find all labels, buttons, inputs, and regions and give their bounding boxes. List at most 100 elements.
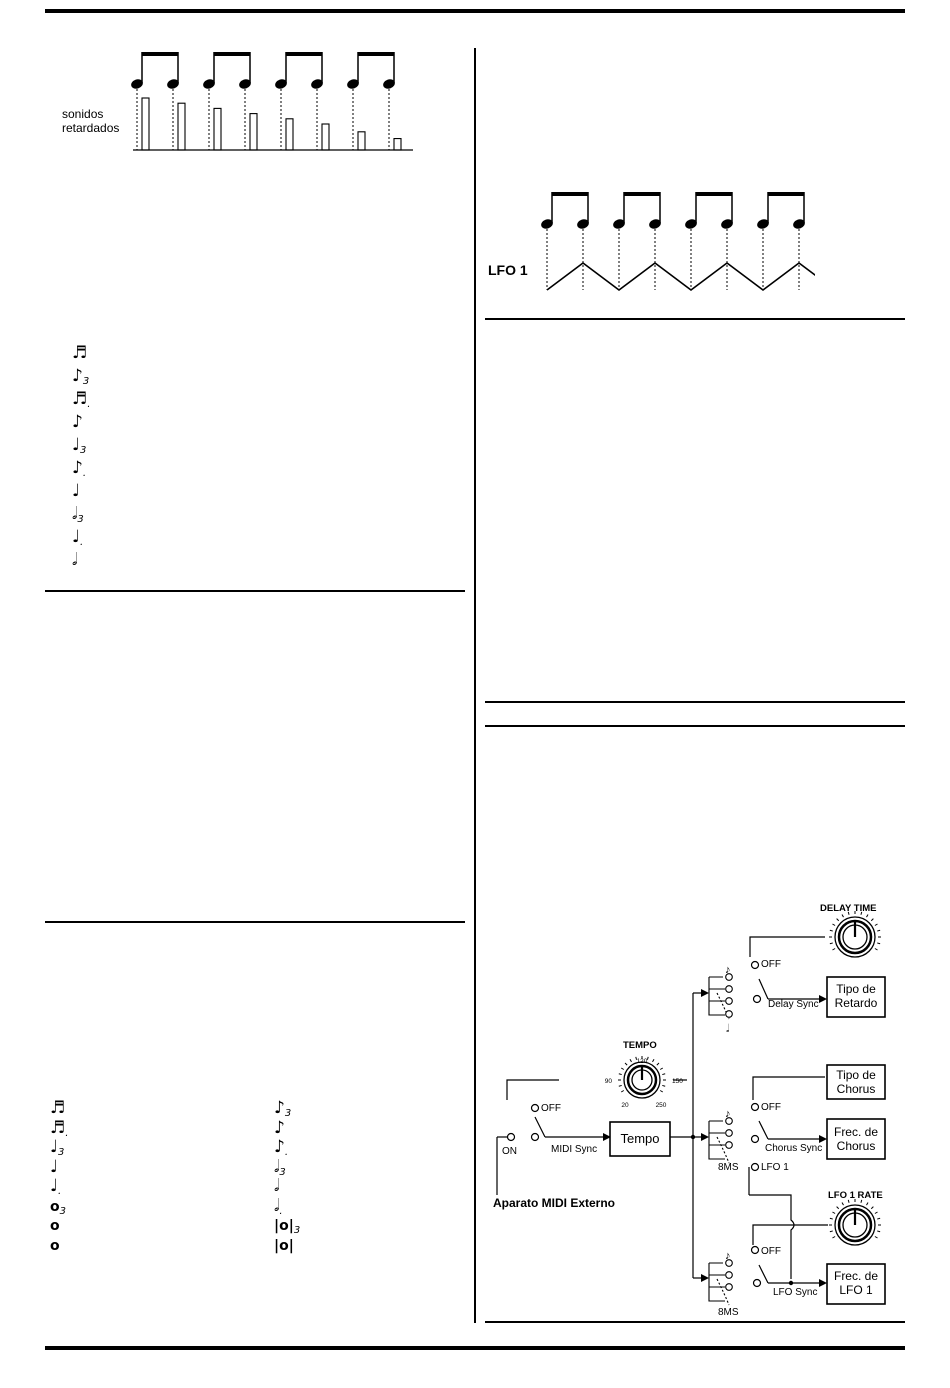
selector-lines — [708, 976, 725, 1016]
note-modifier: 3 — [77, 514, 84, 525]
note-glyph: o — [50, 1237, 60, 1254]
note-glyph: 𝅗𝅥 — [72, 550, 78, 570]
selector-contact — [725, 1259, 733, 1267]
note-value-item: ♪. — [274, 1137, 288, 1163]
box-delay-type-2: Retardo — [835, 996, 878, 1010]
note-beam — [696, 192, 732, 196]
note-beam — [358, 52, 394, 56]
note-value-item: ♬. — [50, 1118, 68, 1144]
knob-tick — [874, 1236, 878, 1239]
knob-tick — [646, 1056, 649, 1060]
selector-contact — [725, 985, 733, 993]
box-chorus-type-1: Tipo de — [836, 1068, 876, 1082]
delay-bar — [285, 118, 294, 151]
knob-tick — [832, 1211, 836, 1214]
note-value-item: ♬. — [72, 389, 90, 415]
note-value-item: ♩3 — [50, 1137, 64, 1163]
note-modifier: . — [82, 468, 87, 479]
tempo-box-label: Tempo — [620, 1131, 659, 1146]
note-glyph: o — [50, 1218, 60, 1234]
note-value-item: |o|3 — [274, 1215, 300, 1241]
note-modifier: 3 — [293, 1225, 301, 1236]
knob-tick — [832, 923, 836, 926]
knob-tick — [829, 929, 833, 932]
off-label-lfo: OFF — [761, 1246, 781, 1257]
note-glyph: ♩ — [50, 1176, 59, 1196]
tempo-label: TEMPO — [623, 1040, 657, 1051]
note-modifier: 3 — [279, 1166, 286, 1178]
selector-note-icon: ♪ — [725, 964, 731, 976]
box-lfo-rate-1: Frec. de — [834, 1269, 878, 1283]
note-glyph: ♪ — [274, 1137, 285, 1157]
selector-note-icon: 𝅗𝅥 — [726, 1023, 730, 1035]
delay-bar — [321, 123, 330, 151]
note-value-item: ♪ — [72, 412, 83, 438]
knob-tick — [874, 923, 878, 926]
section-rule-right-3 — [485, 725, 905, 727]
note-value-item: ♪ — [274, 1118, 285, 1144]
knob-tick — [620, 1090, 625, 1093]
delay-bar — [213, 107, 222, 151]
note-value-item: ♪. — [72, 458, 86, 484]
knob-tick — [624, 1062, 628, 1066]
note-value-item: o3 — [50, 1196, 66, 1222]
note-value-item: 𝅗𝅥3 — [72, 504, 84, 530]
note-glyph: o — [50, 1198, 60, 1215]
note-value-item: ♬ — [72, 343, 87, 369]
delay-bar — [357, 131, 366, 151]
off-label-chorus: OFF — [761, 1102, 781, 1113]
delay-bar — [393, 138, 402, 151]
bottom-rule — [45, 1346, 905, 1350]
selector-arc — [716, 1136, 730, 1164]
delay-figure-label-1: sonidos — [62, 107, 104, 121]
section-rule-right-4 — [485, 1321, 905, 1323]
knob-tick — [629, 1058, 632, 1063]
external-device-label: Aparato MIDI Externo — [493, 1196, 615, 1210]
knob-tick — [877, 942, 881, 945]
delay-figure-label-2: retardados — [62, 121, 120, 135]
note-glyph: ♪ — [72, 366, 83, 386]
knob-tick — [656, 1062, 660, 1066]
selector-arc — [716, 1278, 730, 1306]
note-value-item: o — [50, 1235, 60, 1261]
lfo-triangle-wave — [546, 262, 815, 291]
knob-tick — [659, 1067, 664, 1070]
selector-note-icon: ♪ — [725, 1108, 731, 1120]
knob-tick — [877, 1230, 881, 1233]
knob-tick — [662, 1084, 666, 1087]
note-modifier: . — [87, 399, 91, 410]
lfo1-switch-label: LFO 1 — [761, 1162, 789, 1173]
note-glyph: 𝅗𝅥 — [72, 504, 78, 524]
lfo-figure — [541, 192, 815, 291]
8ms-label-chorus: 8MS — [718, 1162, 739, 1173]
delay-note-pairs — [131, 52, 395, 150]
selector-lines — [708, 1262, 725, 1302]
delay-figure — [131, 52, 413, 151]
knob-tick — [847, 911, 850, 915]
note-value-item: ♬ — [50, 1098, 65, 1124]
knob-tick — [618, 1073, 622, 1076]
column-divider — [474, 48, 476, 1323]
section-rule-right-2 — [485, 701, 905, 703]
note-value-item: ♩. — [72, 527, 83, 553]
knob-tick — [877, 1217, 881, 1220]
section-rule-left-1 — [45, 590, 465, 592]
selector-note-icon: ♪ — [725, 1250, 731, 1262]
box-chorus-rate-2: Chorus — [837, 1139, 876, 1153]
note-value-item: 𝅗𝅥 — [274, 1176, 279, 1202]
delay-bar — [249, 113, 258, 151]
note-glyph: ♪ — [274, 1098, 285, 1118]
knob-tick — [659, 1090, 664, 1093]
note-beam — [142, 52, 178, 56]
selector-contact — [725, 973, 733, 981]
tempo-tick-150: 150 — [672, 1078, 683, 1085]
tempo-tick-120: 120 — [637, 1058, 648, 1065]
knob-tick — [874, 948, 878, 951]
knob-tick — [836, 918, 840, 922]
knob-tick — [620, 1067, 625, 1070]
selector-contact — [725, 1141, 733, 1149]
selector-contact — [725, 1117, 733, 1125]
knob-tick — [866, 1202, 869, 1206]
note-value-item: ♩3 — [72, 435, 86, 461]
note-glyph: ♩ — [50, 1156, 59, 1177]
